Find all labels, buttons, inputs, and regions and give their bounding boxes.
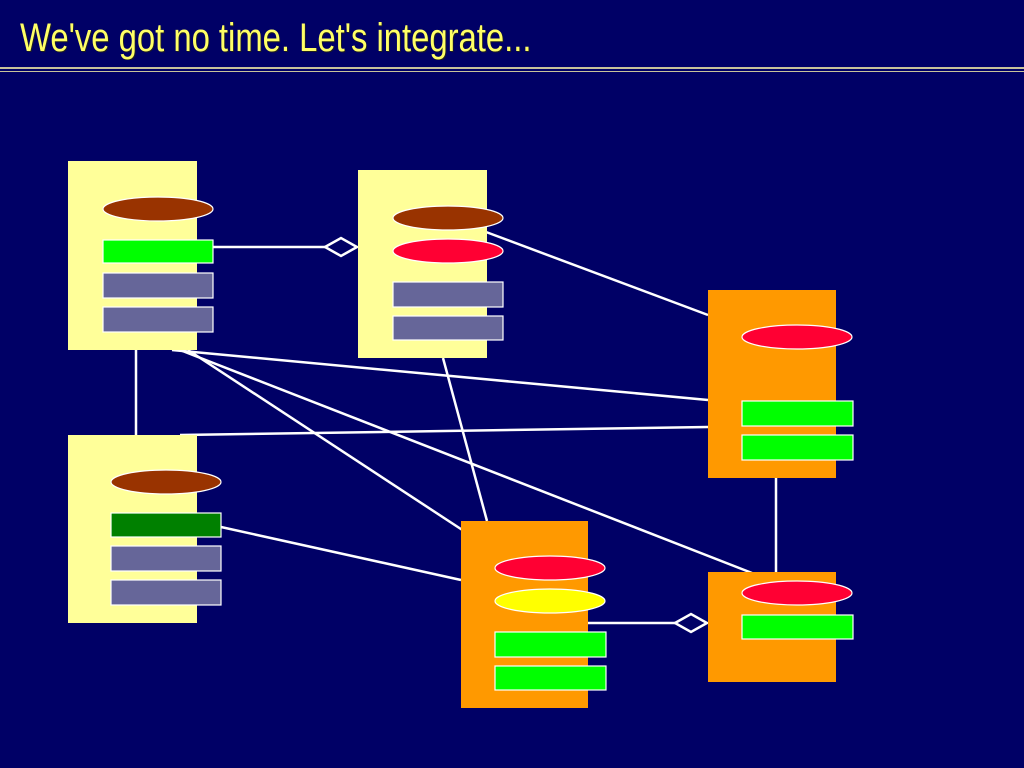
class-c-oval-brown	[110, 469, 222, 495]
connector-a-e	[187, 348, 471, 537]
class-a-oval-brown	[102, 196, 214, 222]
title-divider-thin	[0, 71, 1024, 72]
class-c-bar-slate-1	[110, 545, 222, 572]
class-e-oval-red	[494, 555, 606, 581]
class-c-bar-slate-2	[110, 579, 222, 606]
connector-a-d	[171, 348, 709, 402]
connector-b-e	[441, 357, 489, 522]
class-box-b	[358, 170, 504, 358]
class-d-bar-green-2	[741, 434, 854, 461]
slide-title: We've got no time. Let's integrate...	[20, 16, 532, 60]
class-b-bar-slate-2	[392, 315, 504, 341]
connector-c-d	[179, 425, 709, 437]
class-e-bar-green-2	[494, 665, 607, 691]
class-e-bar-green-1	[494, 631, 607, 658]
class-b-bar-slate-1	[392, 281, 504, 308]
class-box-e	[461, 521, 607, 708]
connector-a-f	[179, 348, 753, 575]
class-e-oval-yellow	[494, 588, 606, 614]
class-d-oval-red	[741, 324, 853, 350]
aggregation-diamond-e-f	[672, 612, 710, 634]
class-box-c	[68, 435, 222, 623]
connector-c-e	[220, 525, 462, 582]
class-b-oval-red	[392, 238, 504, 264]
class-a-bar-slate-2	[102, 306, 214, 333]
class-box-f	[708, 572, 854, 682]
connectors	[134, 230, 778, 634]
class-f-oval-red	[741, 580, 853, 606]
class-b-oval-brown	[392, 205, 504, 231]
class-a-bar-green	[102, 239, 214, 264]
class-box-d	[708, 290, 854, 478]
title-divider	[0, 67, 1024, 69]
class-f-bar-green	[741, 614, 854, 640]
class-box-a	[68, 161, 214, 350]
class-c-bar-dark-green	[110, 512, 222, 538]
connector-b-d	[485, 230, 709, 317]
class-d-bar-green-1	[741, 400, 854, 427]
class-a-bar-slate-1	[102, 272, 214, 299]
aggregation-diamond-a-b	[322, 236, 360, 258]
